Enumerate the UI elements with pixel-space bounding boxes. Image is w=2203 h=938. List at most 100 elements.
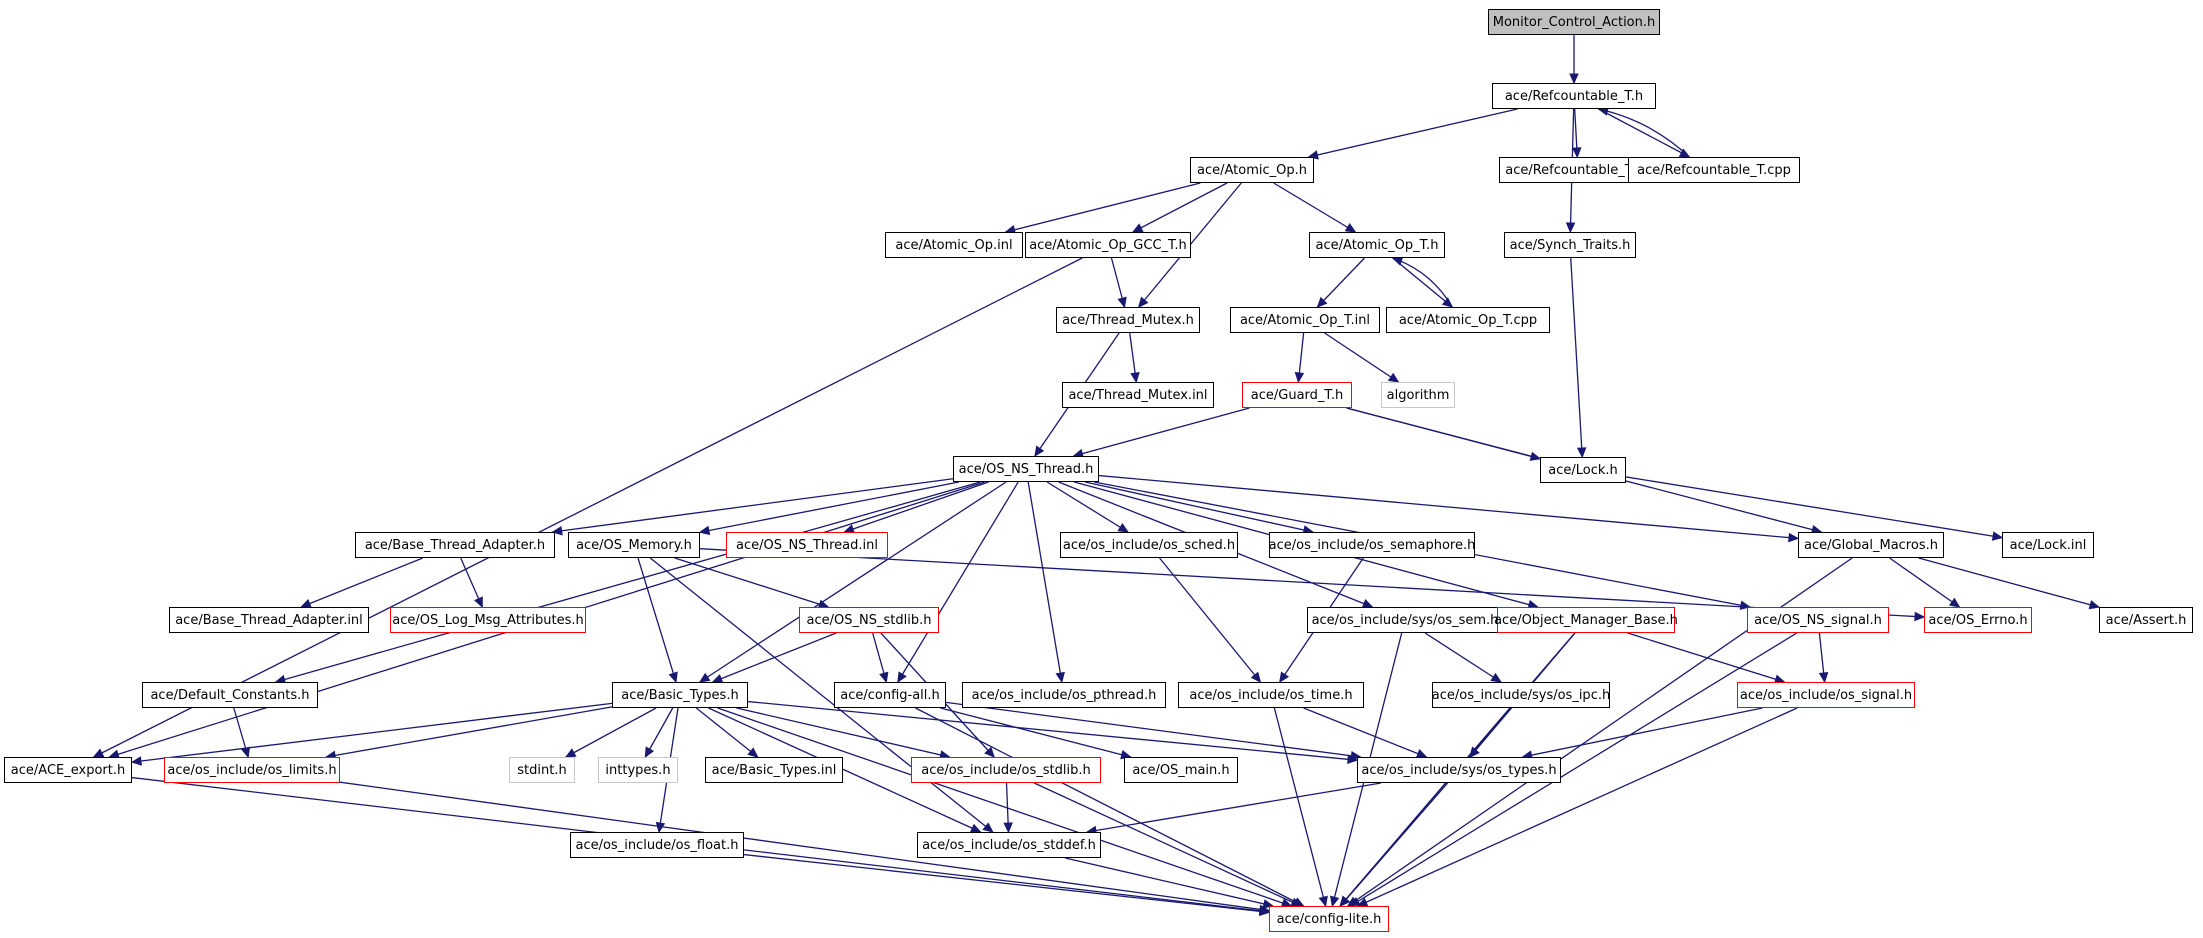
edge-arrowhead bbox=[1356, 897, 1369, 907]
edge-atomic_op_t_h-to-atomic_op_t_inl bbox=[1317, 257, 1365, 308]
node-basic-types-h[interactable]: ace/Basic_Types.h bbox=[612, 682, 748, 708]
node-thread-mutex-inl[interactable]: ace/Thread_Mutex.inl bbox=[1062, 382, 1214, 408]
node-object-manager-base[interactable]: ace/Object_Manager_Base.h bbox=[1494, 607, 1678, 633]
edge-os_ns_thread_h-to-os_pthread bbox=[1027, 481, 1063, 683]
edge-os_memory-to-os_ns_stdlib_h bbox=[674, 557, 829, 608]
node-os-log-msg[interactable]: ace/OS_Log_Msg_Attributes.h bbox=[390, 607, 586, 633]
edge-arrowhead bbox=[1991, 531, 2004, 541]
node-os-semaphore[interactable]: ace/os_include/os_semaphore.h bbox=[1269, 532, 1475, 558]
node-os-memory[interactable]: ace/OS_Memory.h bbox=[568, 532, 700, 558]
edge-arrowhead bbox=[1003, 822, 1013, 834]
node-global-macros[interactable]: ace/Global_Macros.h bbox=[1798, 532, 1944, 558]
edge-os_memory-to-basic_types_h bbox=[637, 557, 677, 683]
edge-os_time-to-sys_os_types bbox=[1303, 707, 1427, 758]
node-lock-h[interactable]: ace/Lock.h bbox=[1540, 457, 1626, 483]
edge-arrowhead bbox=[1344, 223, 1357, 233]
node-guard-t[interactable]: ace/Guard_T.h bbox=[1242, 382, 1352, 408]
node-os-ns-thread-h[interactable]: ace/OS_NS_Thread.h bbox=[953, 456, 1099, 482]
edge-arrowhead bbox=[644, 746, 655, 759]
node-os-signal-inc[interactable]: ace/os_include/os_signal.h bbox=[1737, 682, 1915, 708]
node-inttypes[interactable]: inttypes.h bbox=[598, 757, 678, 783]
node-os-float[interactable]: ace/os_include/os_float.h bbox=[570, 832, 744, 858]
node-assert-h[interactable]: ace/Assert.h bbox=[2099, 607, 2193, 633]
edge-arrowhead bbox=[1569, 73, 1579, 85]
node-os-main[interactable]: ace/OS_main.h bbox=[1124, 757, 1238, 783]
node-os-ns-signal[interactable]: ace/OS_NS_signal.h bbox=[1747, 607, 1889, 633]
node-os-errno[interactable]: ace/OS_Errno.h bbox=[1924, 607, 2032, 633]
node-os-pthread[interactable]: ace/os_include/os_pthread.h bbox=[962, 682, 1166, 708]
node-os-time[interactable]: ace/os_include/os_time.h bbox=[1178, 682, 1364, 708]
edge-arrowhead bbox=[879, 671, 889, 684]
edge-arrowhead bbox=[897, 671, 907, 684]
node-lock-inl[interactable]: ace/Lock.inl bbox=[2002, 532, 2094, 558]
edge-config_all-to-config_lite bbox=[915, 707, 1304, 907]
node-atomic-op-t-cpp[interactable]: ace/Atomic_Op_T.cpp bbox=[1386, 307, 1550, 333]
edge-os_ns_thread_h-to-global_macros bbox=[1098, 474, 1799, 540]
node-atomic-gcc[interactable]: ace/Atomic_Op_GCC_T.h bbox=[1025, 232, 1191, 258]
node-os-sched[interactable]: ace/os_include/os_sched.h bbox=[1060, 532, 1238, 558]
node-stdint[interactable]: stdint.h bbox=[509, 757, 575, 783]
edge-basic_types_h-to-basic_types_inl bbox=[695, 707, 759, 758]
edge-atomic_op_t_inl-to-algorithm bbox=[1324, 332, 1399, 383]
edge-arrowhead bbox=[1137, 296, 1149, 308]
edge-os_ns_thread_h-to-os_memory bbox=[699, 481, 960, 533]
node-atomic-op-h[interactable]: ace/Atomic_Op.h bbox=[1190, 157, 1314, 183]
node-os-ns-stdlib-h[interactable]: ace/OS_NS_stdlib.h bbox=[799, 607, 939, 633]
edge-arrowhead bbox=[2088, 600, 2101, 610]
edge-arrowhead bbox=[1130, 371, 1140, 384]
node-os-stddef[interactable]: ace/os_include/os_stddef.h bbox=[917, 832, 1101, 858]
node-basic-types-inl[interactable]: ace/Basic_Types.inl bbox=[705, 757, 843, 783]
edge-arrowhead bbox=[1294, 372, 1305, 384]
edge-os_ns_stdlib_h-to-basic_types_h bbox=[712, 632, 837, 683]
edge-refc_cpp-to-refc_h bbox=[1598, 108, 1690, 158]
node-refc-h[interactable]: ace/Refcountable_T.h bbox=[1492, 83, 1656, 109]
edge-arrowhead bbox=[1914, 611, 1926, 622]
node-synch-traits[interactable]: ace/Synch_Traits.h bbox=[1504, 232, 1636, 258]
edge-refc_h-to-atomic_op_h bbox=[1308, 108, 1518, 158]
edge-os_time-to-config_lite bbox=[1273, 707, 1327, 907]
node-sys-os-types[interactable]: ace/os_include/sys/os_types.h bbox=[1357, 757, 1561, 783]
edge-arrowhead bbox=[1387, 372, 1400, 383]
edge-os_ns_thread_h-to-config_all bbox=[897, 481, 1019, 683]
edge-arrowhead bbox=[1576, 447, 1587, 459]
edge-basic_types_h-to-ace_export bbox=[131, 702, 613, 763]
node-base-thread-adapter[interactable]: ace/Base_Thread_Adapter.h bbox=[355, 532, 555, 558]
node-config-lite[interactable]: ace/config-lite.h bbox=[1269, 906, 1389, 932]
edge-object_manager_base-to-os_signal_inc bbox=[1627, 632, 1785, 683]
node-atomic-op-t-inl[interactable]: ace/Atomic_Op_T.inl bbox=[1230, 307, 1380, 333]
edge-arrowhead bbox=[1339, 895, 1351, 907]
node-atomic-op-inl[interactable]: ace/Atomic_Op.inl bbox=[885, 232, 1023, 258]
node-refc-cpp[interactable]: ace/Refcountable_T.cpp bbox=[1628, 157, 1800, 183]
edge-basic_types_h-to-stdint bbox=[565, 707, 657, 758]
edge-os_limits-to-config_lite bbox=[339, 781, 1270, 912]
edge-os_signal_inc-to-sys_os_types bbox=[1522, 707, 1763, 758]
node-default-constants[interactable]: ace/Default_Constants.h bbox=[142, 682, 318, 708]
node-os-stdlib-inc[interactable]: ace/os_include/os_stdlib.h bbox=[911, 757, 1101, 783]
edge-arrowhead bbox=[130, 756, 143, 766]
edge-os_ns_thread_h-to-base_thread_adapter bbox=[552, 478, 954, 533]
edge-arrowhead bbox=[92, 748, 105, 758]
edge-arrowhead bbox=[982, 822, 994, 833]
node-base-thread-adapter-inl[interactable]: ace/Base_Thread_Adapter.inl bbox=[169, 607, 369, 633]
node-atomic-op-t-h[interactable]: ace/Atomic_Op_T.h bbox=[1309, 232, 1445, 258]
node-thread-mutex-h[interactable]: ace/Thread_Mutex.h bbox=[1056, 307, 1200, 333]
edge-arrowhead bbox=[1350, 751, 1362, 761]
node-ace-export[interactable]: ace/ACE_export.h bbox=[4, 757, 132, 783]
edge-global_macros-to-assert_h bbox=[1918, 557, 2100, 608]
edge-arrowhead bbox=[1565, 222, 1576, 234]
node-os-limits[interactable]: ace/os_include/os_limits.h bbox=[164, 757, 340, 783]
edge-arrowhead bbox=[474, 596, 483, 609]
edge-os_signal_inc-to-config_lite bbox=[1357, 707, 1798, 907]
edge-basic_types_h-to-os_stdlib_inc bbox=[736, 707, 950, 758]
node-sys-os-sem[interactable]: ace/os_include/sys/os_sem.h bbox=[1307, 607, 1503, 633]
edge-os_float-to-config_lite bbox=[743, 853, 1270, 914]
node-os-ns-thread-inl[interactable]: ace/OS_NS_Thread.inl bbox=[726, 532, 888, 558]
edge-arrowhead bbox=[1316, 296, 1328, 308]
node-sys-os-ipc[interactable]: ace/os_include/sys/os_ipc.h bbox=[1432, 682, 1610, 708]
node-config-all[interactable]: ace/config-all.h bbox=[834, 682, 946, 708]
edge-os_sched-to-os_time bbox=[1159, 557, 1261, 683]
node-algorithm[interactable]: algorithm bbox=[1381, 382, 1455, 408]
edge-config_all-to-sys_os_types bbox=[945, 701, 1361, 758]
